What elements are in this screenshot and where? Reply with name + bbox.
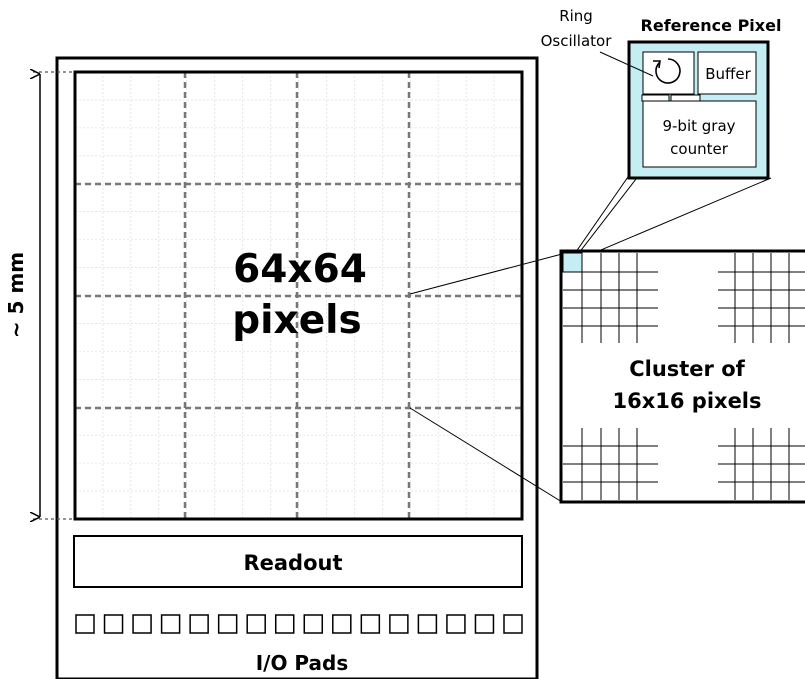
cluster-label-line2: 16x16 pixels bbox=[612, 389, 761, 413]
cluster-pixel-grid bbox=[563, 253, 805, 500]
zoom-connectors bbox=[409, 173, 772, 503]
io-pad bbox=[303, 614, 324, 634]
io-pad bbox=[474, 614, 495, 634]
io-pad bbox=[332, 614, 352, 634]
io-pad bbox=[389, 614, 409, 634]
io-pad bbox=[446, 614, 466, 634]
io-pad bbox=[103, 614, 124, 634]
io-pad bbox=[274, 614, 295, 634]
io-pad bbox=[132, 614, 152, 634]
io-pad bbox=[246, 614, 266, 634]
io-pad bbox=[217, 614, 238, 634]
array-label-line1: 64x64 bbox=[233, 247, 367, 292]
ring-oscillator-label-line2: Oscillator bbox=[541, 32, 613, 50]
io-pad bbox=[189, 614, 209, 634]
io-pads-label: I/O Pads bbox=[256, 651, 349, 675]
connector-array-to-cluster-bottom bbox=[409, 407, 563, 503]
io-pads-row bbox=[75, 614, 523, 634]
cluster-outline bbox=[559, 249, 805, 504]
ring-oscillator-label-line1: Ring bbox=[559, 7, 593, 25]
buffer-to-counter-link bbox=[670, 94, 701, 102]
pixel-array-cluster-grid bbox=[75, 72, 522, 519]
buffer-block bbox=[697, 51, 757, 95]
dimension-indicator: ~ 5 mm bbox=[4, 72, 75, 519]
counter-label-line1: 9-bit gray bbox=[662, 117, 735, 135]
io-pad bbox=[503, 614, 523, 634]
pixel-array-fine-grid bbox=[75, 72, 522, 519]
connector-pixel-to-ref-right bbox=[581, 177, 772, 259]
readout-label: Readout bbox=[243, 551, 342, 575]
ring-oscillator-arrowhead bbox=[653, 60, 661, 69]
osc-to-counter-link bbox=[641, 94, 670, 102]
reference-pixel-title: Reference Pixel bbox=[641, 16, 782, 35]
readout-block bbox=[73, 535, 523, 588]
cluster-label-line1: Cluster of bbox=[629, 357, 745, 381]
cluster-zoom: Cluster of 16x16 pixels bbox=[559, 249, 805, 504]
reference-pixel-detail: Reference Pixel Buffer 9-bit gray counte… bbox=[541, 7, 782, 180]
ring-oscillator-icon bbox=[655, 58, 681, 84]
counter-label-line2: counter bbox=[670, 140, 729, 158]
pixel-array: 64x64 pixels bbox=[73, 70, 524, 521]
dimension-label: ~ 5 mm bbox=[4, 252, 28, 338]
io-pad bbox=[160, 614, 181, 634]
io-pad bbox=[360, 614, 381, 634]
io-pad bbox=[75, 614, 95, 634]
ring-oscillator-pointer bbox=[599, 51, 654, 77]
highlighted-pixel bbox=[562, 252, 583, 273]
pixel-array-outline bbox=[73, 70, 524, 521]
array-label-line2: pixels bbox=[232, 298, 361, 343]
connector-array-to-cluster-top bbox=[409, 253, 563, 295]
gray-counter-block bbox=[642, 100, 757, 168]
io-pad bbox=[417, 614, 438, 634]
buffer-label: Buffer bbox=[705, 65, 751, 83]
connector-pixel-to-ref-mid bbox=[574, 178, 637, 259]
